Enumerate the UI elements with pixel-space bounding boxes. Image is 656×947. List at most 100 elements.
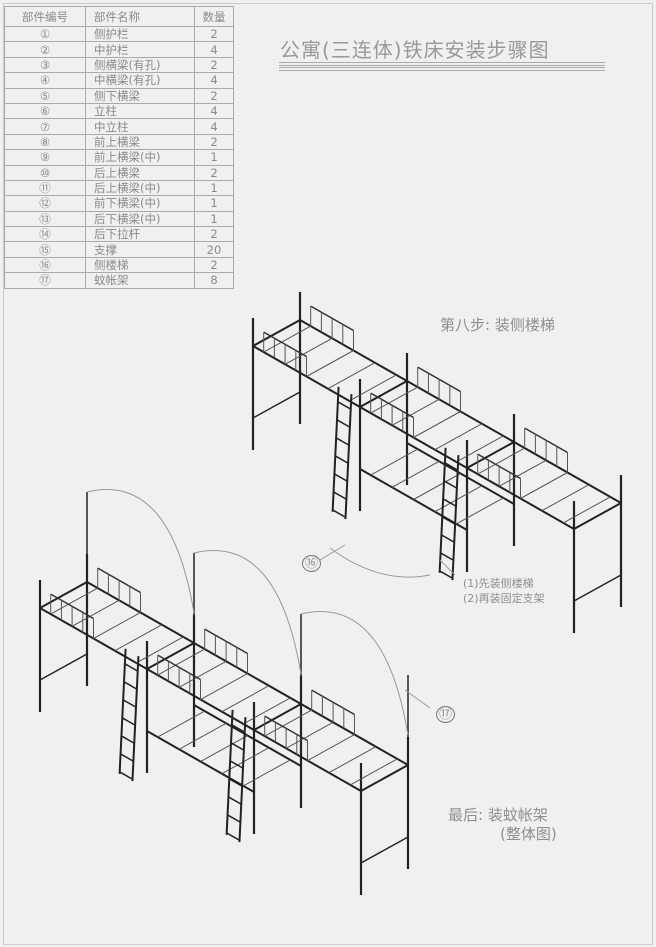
cross-beam — [253, 703, 302, 731]
deck-slat — [413, 411, 461, 438]
deck-slat — [520, 472, 568, 499]
header-part-name: 部件名称 — [85, 6, 195, 27]
part-name: 蚊帐架 — [85, 272, 195, 289]
part-name: 中横梁(有孔) — [85, 72, 195, 89]
ladder-rung — [443, 480, 458, 489]
ladder-rung — [124, 663, 139, 672]
leader-line — [439, 559, 456, 576]
callout-arc — [329, 547, 431, 578]
ladder-rail — [238, 717, 247, 843]
cross-beam — [360, 764, 409, 792]
part-quantity: 2 — [194, 164, 234, 181]
deck-slat — [263, 325, 311, 353]
ladder-rung — [336, 419, 351, 428]
deck-slat — [370, 386, 418, 414]
deck-slat — [498, 459, 547, 487]
part-name: 后下拉杆 — [85, 226, 195, 243]
ladder-rung — [439, 570, 453, 579]
ladder-rung — [123, 681, 138, 690]
part-name: 前上横梁(中) — [85, 149, 195, 166]
deck-slat — [200, 673, 248, 700]
bottom-tie — [252, 391, 301, 419]
mosquito-arc — [86, 489, 195, 614]
lower-slat — [243, 759, 291, 787]
ladder-rail — [438, 447, 447, 573]
deck-slat — [178, 660, 227, 688]
part-name: 立柱 — [85, 102, 195, 120]
deck-slat — [541, 484, 590, 512]
part-number: ④ — [4, 72, 86, 89]
title-underline — [279, 67, 605, 71]
page-title: 公寓(三连体)铁床安装步骤图 — [280, 38, 550, 62]
part-quantity: 20 — [194, 241, 234, 258]
mosquito-arc — [193, 550, 302, 675]
ladder-rung — [337, 401, 352, 410]
lower-slat — [370, 448, 418, 476]
deck-slat — [93, 612, 141, 639]
cross-beam — [39, 581, 88, 609]
step8-note-2: (2)再装固定支架 — [463, 592, 545, 605]
part-quantity: 2 — [194, 56, 234, 74]
cross-beam — [573, 502, 622, 530]
deck-slat — [349, 374, 397, 402]
deck-slat — [243, 697, 291, 725]
ladder-rung — [226, 832, 240, 841]
ladder-rung — [332, 491, 347, 500]
lower-slat — [178, 722, 227, 750]
cross-beam — [466, 441, 515, 469]
ladder-rung — [230, 742, 245, 751]
deck-slat — [284, 337, 333, 365]
ladder-rung — [228, 778, 243, 787]
deck-slat — [114, 624, 163, 652]
ladder-rung — [121, 717, 136, 726]
cross-beam — [146, 642, 195, 670]
header-qty: 数量 — [194, 6, 234, 27]
ladder-rung — [122, 699, 137, 708]
deck-slat — [327, 362, 376, 390]
final-label: 最后: 装蚊帐架 — [448, 806, 548, 824]
ladder-rung — [335, 437, 350, 446]
leader-line — [319, 544, 346, 561]
table-header-row: 部件编号 部件名称 数量 — [4, 6, 234, 27]
ladder-rail — [118, 648, 127, 774]
lower-slat — [391, 460, 440, 488]
part-quantity: 4 — [194, 102, 234, 120]
lower-slat — [200, 735, 248, 762]
deck-slat — [563, 496, 611, 524]
ladder-rail — [225, 709, 234, 835]
deck-slat — [71, 599, 120, 627]
bottom-tie — [360, 836, 409, 864]
title-underline — [279, 62, 605, 66]
part-number: ⑯ — [4, 256, 86, 274]
ladder-rung — [444, 462, 459, 471]
part-number: ⑰ — [4, 272, 86, 289]
ladder-rung — [440, 534, 455, 543]
part-name: 侧横梁(有孔) — [85, 56, 195, 74]
cross-beam — [252, 319, 301, 347]
deck-slat — [221, 685, 270, 713]
ladder-rung — [332, 509, 346, 518]
deck-slat — [307, 734, 355, 761]
ladder-rung — [229, 760, 244, 769]
deck-slat — [157, 648, 205, 676]
ladder-rung — [119, 753, 134, 762]
part-number: ③ — [4, 56, 86, 74]
callout-side-ladder: ⑯ — [302, 555, 321, 572]
deck-slat — [285, 721, 334, 749]
lower-slat — [456, 497, 504, 525]
ladder-rail — [131, 656, 140, 782]
